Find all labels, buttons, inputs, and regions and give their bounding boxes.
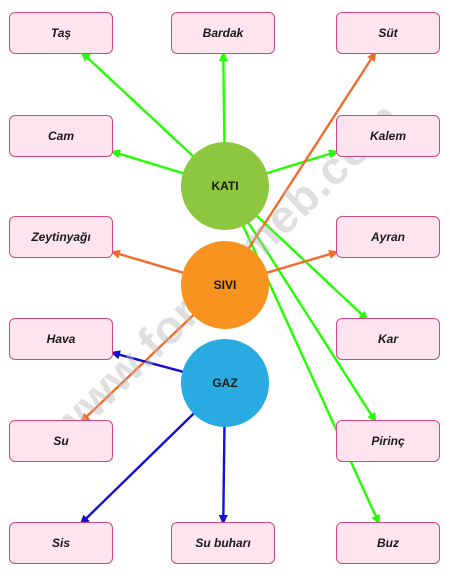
item-label-su-buhari: Su buharı <box>195 536 251 550</box>
item-box-sut: Süt <box>336 12 440 54</box>
state-circle-sivi: SIVI <box>181 241 269 329</box>
item-label-kalem: Kalem <box>369 129 407 143</box>
item-box-kalem: Kalem <box>336 115 440 157</box>
item-box-buz: Buz <box>336 522 440 564</box>
item-box-pirinc: Pirinç <box>336 420 440 462</box>
arrowhead-bardak <box>218 51 228 62</box>
item-box-su: Su <box>9 420 113 462</box>
state-label-sivi: SIVI <box>213 278 237 292</box>
item-label-kar: Kar <box>377 332 398 346</box>
item-box-zeytinyagi: Zeytinyağı <box>9 216 113 258</box>
item-box-su-buhari: Su buharı <box>171 522 275 564</box>
item-box-cam: Cam <box>9 115 113 157</box>
item-box-bardak: Bardak <box>171 12 275 54</box>
state-label-kati: KATI <box>211 179 239 193</box>
arrow-sivi-sut <box>235 50 378 268</box>
item-label-su: Su <box>53 434 69 448</box>
item-box-tas: Taş <box>9 12 113 54</box>
item-label-cam: Cam <box>47 129 74 143</box>
item-label-pirinc: Pirinç <box>371 434 405 448</box>
item-label-ayran: Ayran <box>370 230 405 244</box>
item-label-bardak: Bardak <box>202 26 244 40</box>
item-box-hava: Hava <box>9 318 113 360</box>
arrowhead-su_buhari <box>218 514 228 525</box>
item-label-hava: Hava <box>46 332 76 346</box>
state-circle-gaz: GAZ <box>181 339 269 427</box>
item-label-sis: Sis <box>51 536 70 550</box>
item-label-tas: Taş <box>50 26 72 40</box>
arrow-kati-pirinc <box>235 203 378 424</box>
item-label-buz: Buz <box>377 536 399 550</box>
item-box-kar: Kar <box>336 318 440 360</box>
arrow-gaz-sis <box>78 397 211 526</box>
state-circle-kati: KATI <box>181 142 269 230</box>
item-box-ayran: Ayran <box>336 216 440 258</box>
item-label-zeytinyagi: Zeytinyağı <box>31 230 91 244</box>
item-label-sut: Süt <box>378 26 398 40</box>
item-box-sis: Sis <box>9 522 113 564</box>
state-label-gaz: GAZ <box>212 376 238 390</box>
arrow-kati-tas <box>79 50 210 172</box>
